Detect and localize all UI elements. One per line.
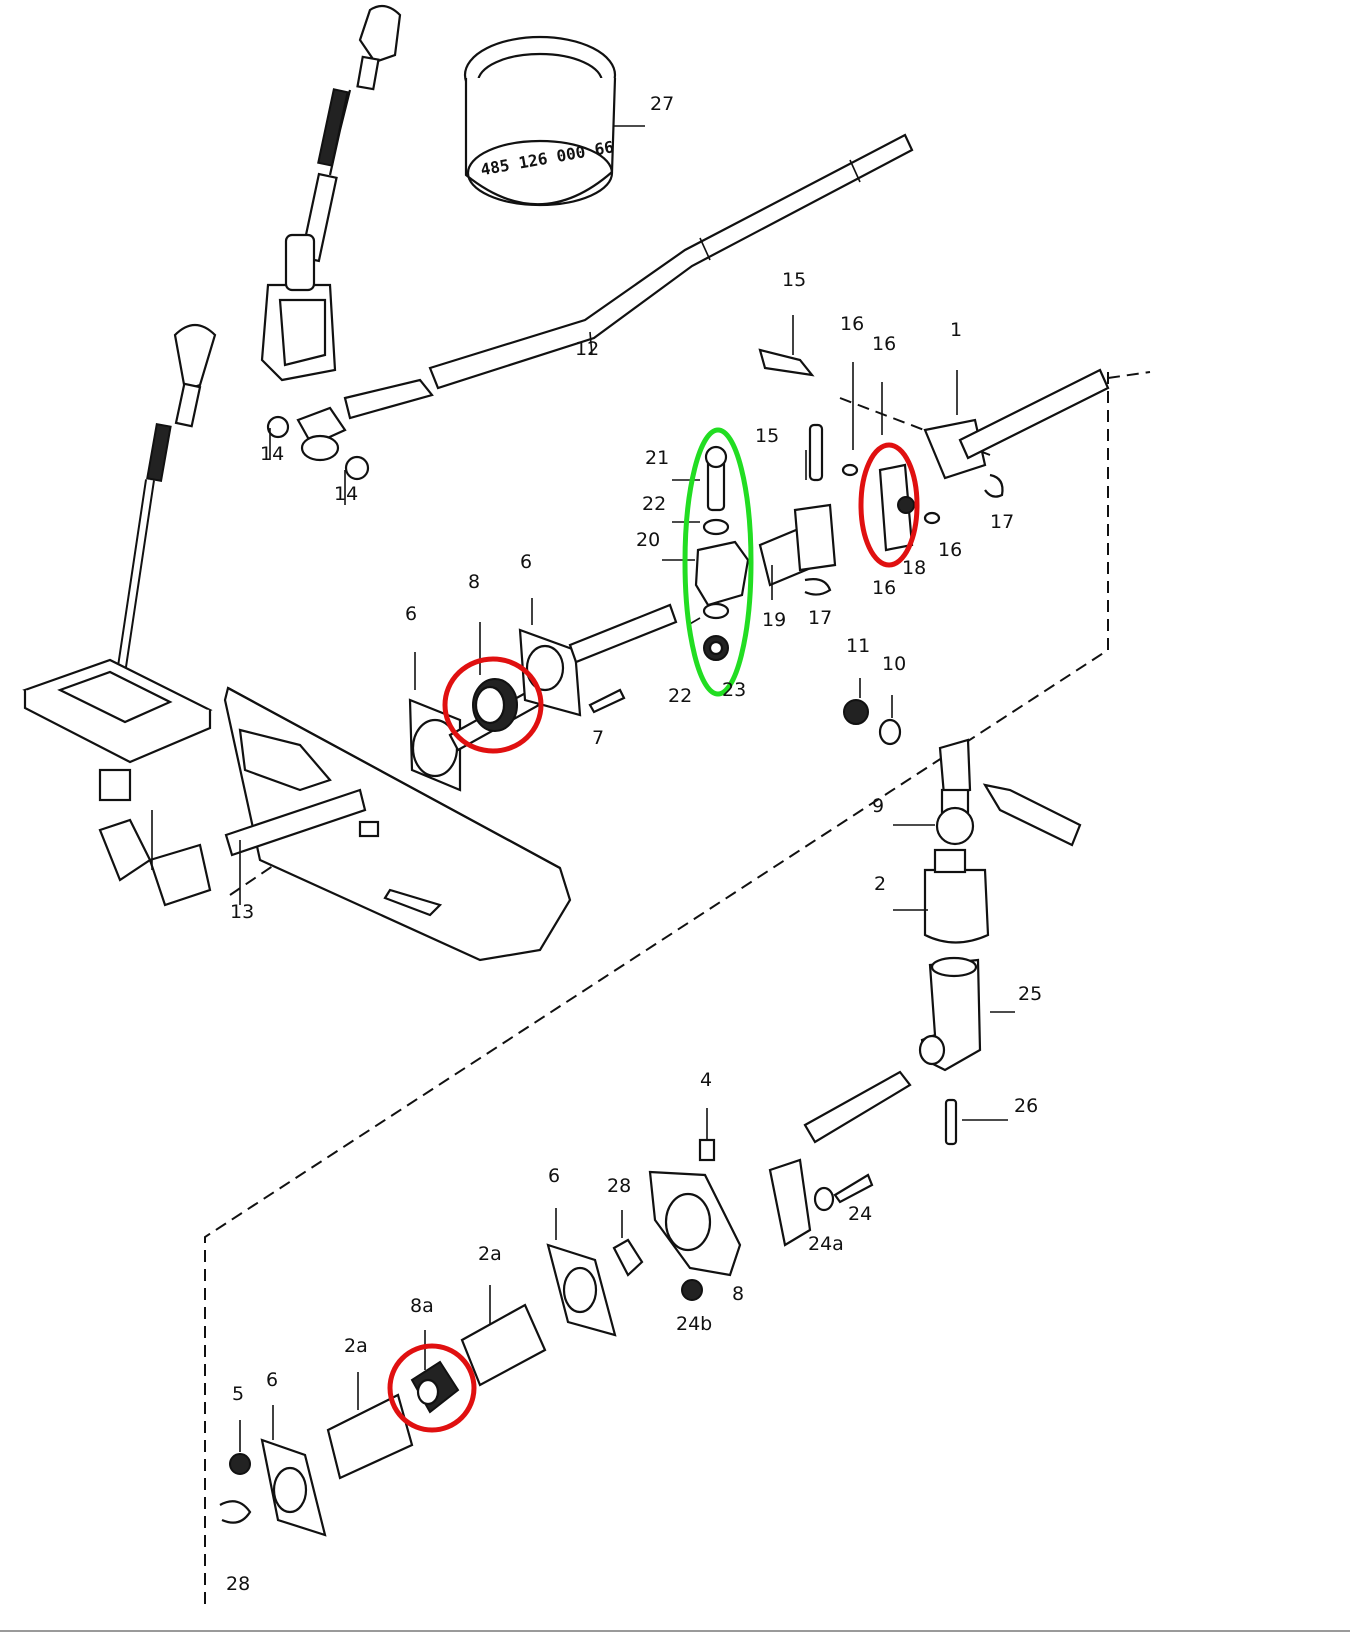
callout-6-d: 6 xyxy=(266,1369,278,1391)
callout-11: 11 xyxy=(846,635,870,657)
callout-18: 18 xyxy=(902,557,926,579)
nut-washer-10-11 xyxy=(843,699,902,746)
callout-16-b: 16 xyxy=(872,333,896,355)
callout-8: 8 xyxy=(468,571,480,593)
center-shaft xyxy=(408,603,678,792)
callout-24b: 24b xyxy=(676,1313,712,1335)
callout-14-a: 14 xyxy=(260,443,284,465)
right-column xyxy=(918,738,1082,1146)
lower-shift-lever xyxy=(22,323,217,907)
lower-rod xyxy=(803,1070,912,1144)
green-highlight-clamp-stack xyxy=(682,427,754,697)
callout-26: 26 xyxy=(1014,1095,1038,1117)
callout-labels: 27 15 16 16 1 12 15 14 14 21 22 20 17 16… xyxy=(226,93,1042,1595)
callout-2a-right: 2a xyxy=(478,1243,502,1265)
red-highlight-bushing-8a xyxy=(387,1343,477,1433)
callout-5: 5 xyxy=(232,1383,244,1405)
red-highlight-bushing-8 xyxy=(442,656,544,754)
callout-7: 7 xyxy=(592,727,604,749)
callout-6-b: 6 xyxy=(405,603,417,625)
callout-6-a: 6 xyxy=(520,551,532,573)
callout-6-c: 6 xyxy=(548,1165,560,1187)
clamp-stack xyxy=(694,445,750,661)
coupling-assembly xyxy=(758,348,1110,596)
housing-tunnel xyxy=(223,686,572,962)
lower-bushing-group xyxy=(219,1238,644,1537)
callout-27: 27 xyxy=(650,93,674,115)
bottom-rule xyxy=(0,1630,1350,1632)
callout-17-right: 17 xyxy=(990,511,1014,533)
shift-rod-12 xyxy=(428,133,914,390)
callout-15-top: 15 xyxy=(782,269,806,291)
leader-lines xyxy=(151,125,1015,1452)
callout-1: 1 xyxy=(950,319,962,341)
callout-16-d: 16 xyxy=(872,577,896,599)
callout-22-top: 22 xyxy=(642,493,666,515)
callout-16-c: 16 xyxy=(938,539,962,561)
callout-25: 25 xyxy=(1018,983,1042,1005)
callout-17-mid: 17 xyxy=(808,607,832,629)
callout-21: 21 xyxy=(645,447,669,469)
callout-13: 13 xyxy=(230,901,254,923)
callout-8-lower: 8 xyxy=(732,1283,744,1305)
upper-shift-lever xyxy=(260,4,434,481)
highlights xyxy=(387,427,920,1433)
callout-19: 19 xyxy=(762,609,786,631)
callout-10: 10 xyxy=(882,653,906,675)
callout-23: 23 xyxy=(722,679,746,701)
callout-2: 2 xyxy=(874,873,886,895)
sleeve-27 xyxy=(463,35,617,207)
callout-22-bottom: 22 xyxy=(668,685,692,707)
callout-24a: 24a xyxy=(808,1233,844,1255)
callout-14-b: 14 xyxy=(334,483,358,505)
callout-15-mid: 15 xyxy=(755,425,779,447)
lower-flange-group xyxy=(648,1138,874,1301)
callout-12: 12 xyxy=(575,338,599,360)
callout-24: 24 xyxy=(848,1203,872,1225)
callout-28-bottom: 28 xyxy=(226,1573,250,1595)
callout-16-a: 16 xyxy=(840,313,864,335)
red-highlight-bushing-18 xyxy=(858,442,920,568)
callout-8a: 8a xyxy=(410,1295,434,1317)
callout-20: 20 xyxy=(636,529,660,551)
callout-4: 4 xyxy=(700,1069,712,1091)
callout-9: 9 xyxy=(872,795,884,817)
callout-28-top: 28 xyxy=(607,1175,631,1197)
callout-2a-left: 2a xyxy=(344,1335,368,1357)
